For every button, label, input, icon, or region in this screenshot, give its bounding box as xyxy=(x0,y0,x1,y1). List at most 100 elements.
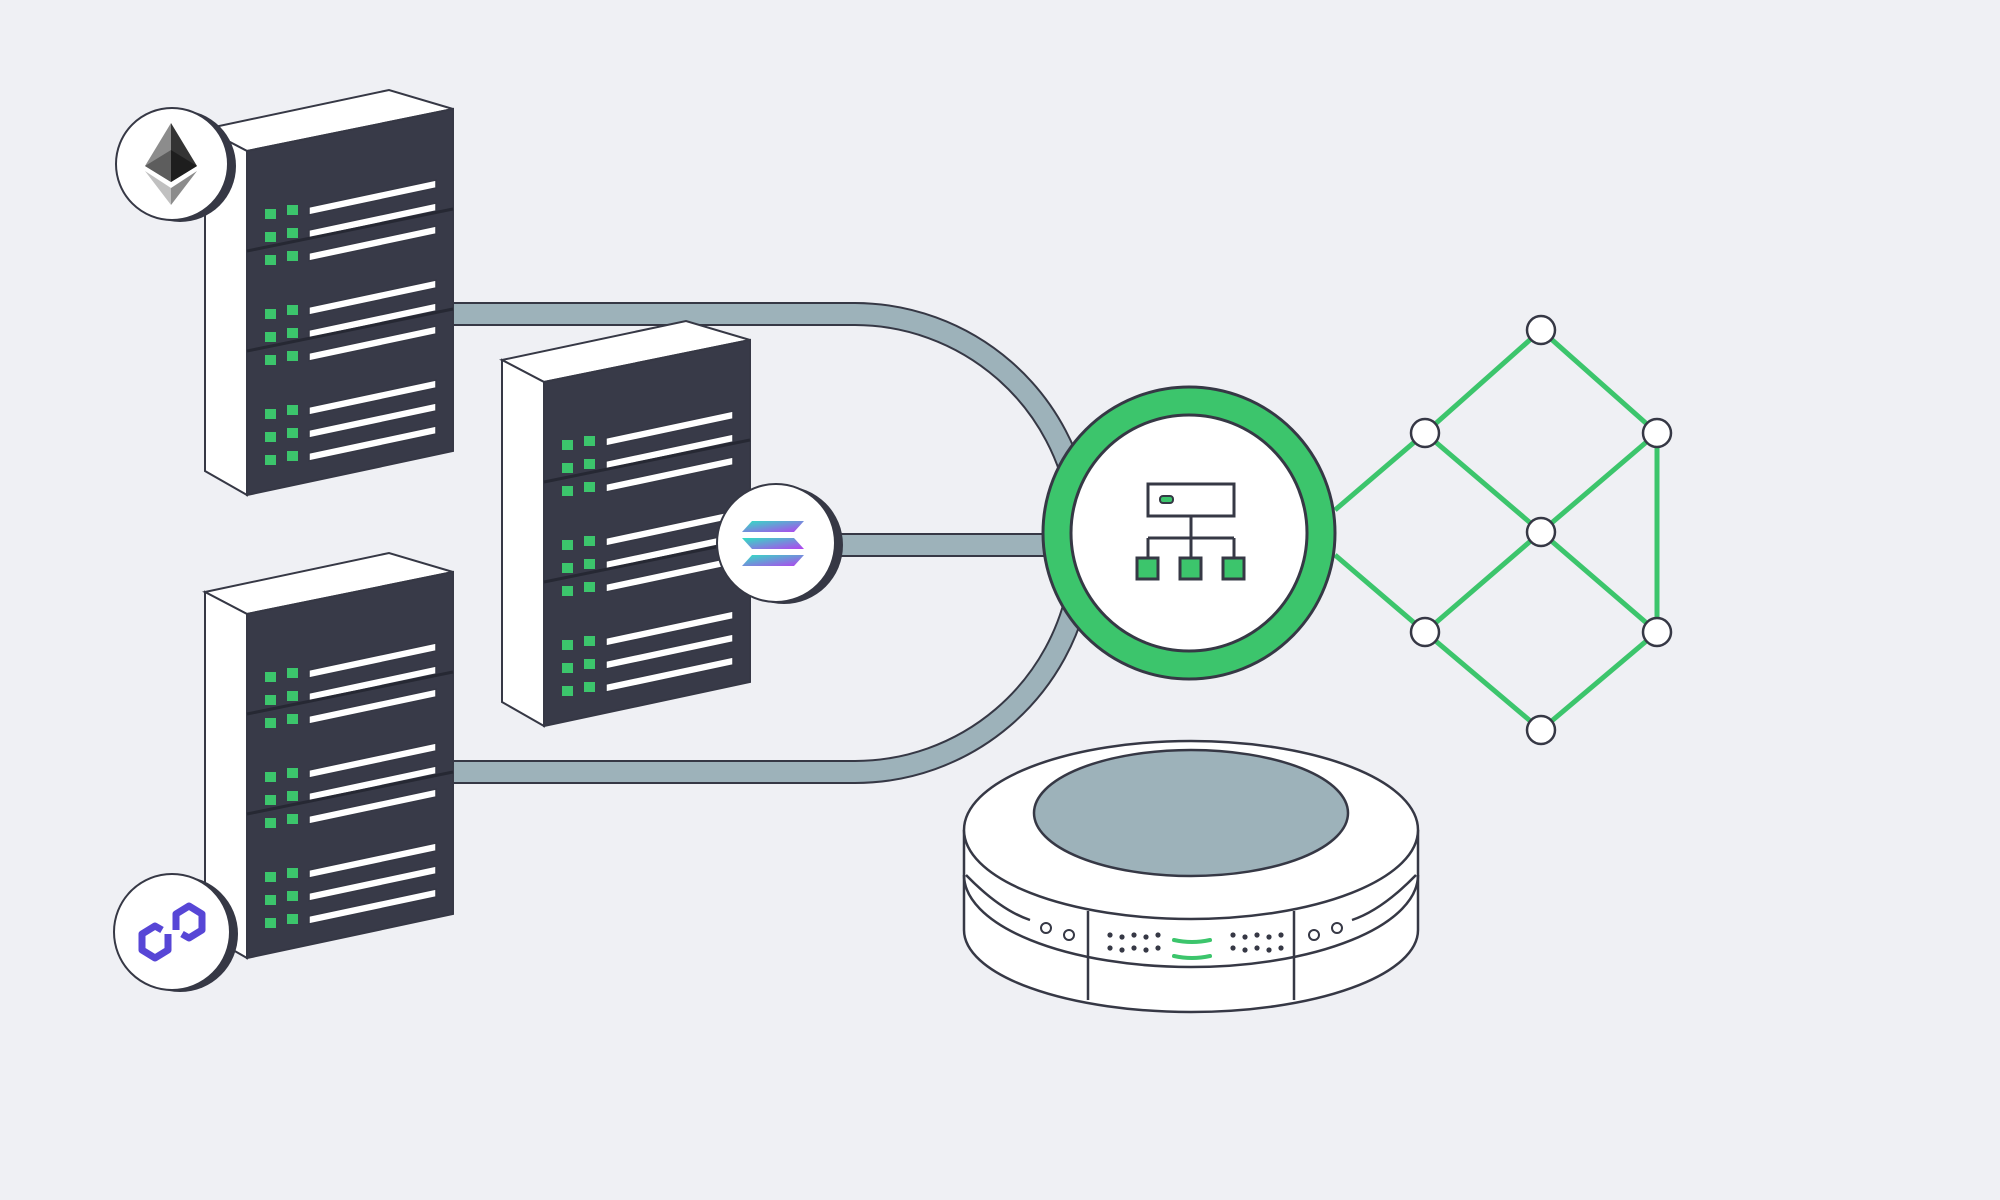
pipe-bottom xyxy=(452,578,1092,784)
drive-slot xyxy=(605,410,734,447)
status-led xyxy=(287,868,298,878)
drive-slot xyxy=(308,225,437,262)
ethereum-badge xyxy=(115,107,236,222)
network-node xyxy=(1641,616,1673,648)
status-led xyxy=(287,305,298,315)
status-led xyxy=(287,814,298,824)
status-led xyxy=(584,582,595,592)
status-led xyxy=(287,768,298,778)
storage-vents xyxy=(1107,932,1284,953)
server-racks xyxy=(202,88,751,960)
drive-slot xyxy=(308,402,437,439)
ethereum-logo-icon xyxy=(145,123,197,205)
network-node xyxy=(1409,417,1441,449)
network-node xyxy=(1525,714,1557,746)
drive-slot xyxy=(308,425,437,462)
status-led xyxy=(584,536,595,546)
status-led xyxy=(562,440,573,450)
network-node xyxy=(1525,516,1557,548)
status-led xyxy=(584,482,595,492)
status-led xyxy=(287,891,298,901)
status-led xyxy=(265,232,276,242)
status-led xyxy=(562,540,573,550)
server-ethereum xyxy=(202,88,454,497)
polygon-logo-icon xyxy=(138,902,206,962)
drive-slot xyxy=(308,742,437,779)
status-led xyxy=(287,451,298,461)
status-led xyxy=(584,659,595,669)
server-solana xyxy=(499,319,751,728)
status-led xyxy=(265,772,276,782)
drive-slot xyxy=(308,688,437,725)
status-led xyxy=(265,409,276,419)
network-node xyxy=(1525,314,1557,346)
drive-slot xyxy=(605,656,734,693)
status-led xyxy=(265,918,276,928)
status-led xyxy=(562,463,573,473)
drive-slot xyxy=(308,642,437,679)
status-led xyxy=(562,586,573,596)
status-led xyxy=(287,205,298,215)
status-led xyxy=(562,486,573,496)
status-led xyxy=(265,718,276,728)
status-led xyxy=(265,455,276,465)
solana-badge xyxy=(716,483,843,604)
drive-slot xyxy=(308,179,437,216)
drive-slot xyxy=(308,325,437,362)
status-led xyxy=(287,791,298,801)
status-led xyxy=(584,436,595,446)
status-led xyxy=(265,672,276,682)
status-led xyxy=(265,255,276,265)
status-led xyxy=(562,563,573,573)
status-led xyxy=(287,228,298,238)
network-edge xyxy=(1423,431,1543,534)
storage-indicator xyxy=(1172,938,1212,960)
status-led xyxy=(287,691,298,701)
status-led xyxy=(265,332,276,342)
status-led xyxy=(287,328,298,338)
drive-slot xyxy=(605,456,734,493)
drive-slot xyxy=(308,379,437,416)
status-led xyxy=(265,695,276,705)
status-led xyxy=(265,872,276,882)
drive-slot xyxy=(308,788,437,825)
status-led xyxy=(265,209,276,219)
status-led xyxy=(265,309,276,319)
status-led xyxy=(265,355,276,365)
storage-device-icon xyxy=(962,739,1420,1014)
server-polygon xyxy=(202,551,454,960)
drive-slot xyxy=(308,865,437,902)
drive-slot xyxy=(308,888,437,925)
status-led xyxy=(287,405,298,415)
status-led xyxy=(265,795,276,805)
status-led xyxy=(287,428,298,438)
status-led xyxy=(265,432,276,442)
status-led xyxy=(287,351,298,361)
status-led xyxy=(287,251,298,261)
hub xyxy=(1041,385,1337,681)
network-edge xyxy=(1423,530,1543,634)
status-led xyxy=(584,682,595,692)
network-edge xyxy=(1539,630,1659,732)
solana-logo-icon xyxy=(742,521,804,566)
network-edge xyxy=(1423,630,1543,732)
status-led xyxy=(584,636,595,646)
polygon-badge xyxy=(113,873,238,992)
hub-core xyxy=(1069,413,1309,653)
status-led xyxy=(562,663,573,673)
network-edge xyxy=(1539,530,1659,634)
status-led xyxy=(562,640,573,650)
status-led xyxy=(287,714,298,724)
drive-slot xyxy=(308,279,437,316)
network-edge xyxy=(1423,328,1543,435)
drive-slot xyxy=(605,633,734,670)
status-led xyxy=(584,459,595,469)
status-led xyxy=(287,668,298,678)
status-led xyxy=(562,686,573,696)
hierarchy-icon xyxy=(1135,482,1246,581)
network-node xyxy=(1409,616,1441,648)
node-network-icon xyxy=(1333,314,1673,746)
status-led xyxy=(287,914,298,924)
network-node xyxy=(1641,417,1673,449)
